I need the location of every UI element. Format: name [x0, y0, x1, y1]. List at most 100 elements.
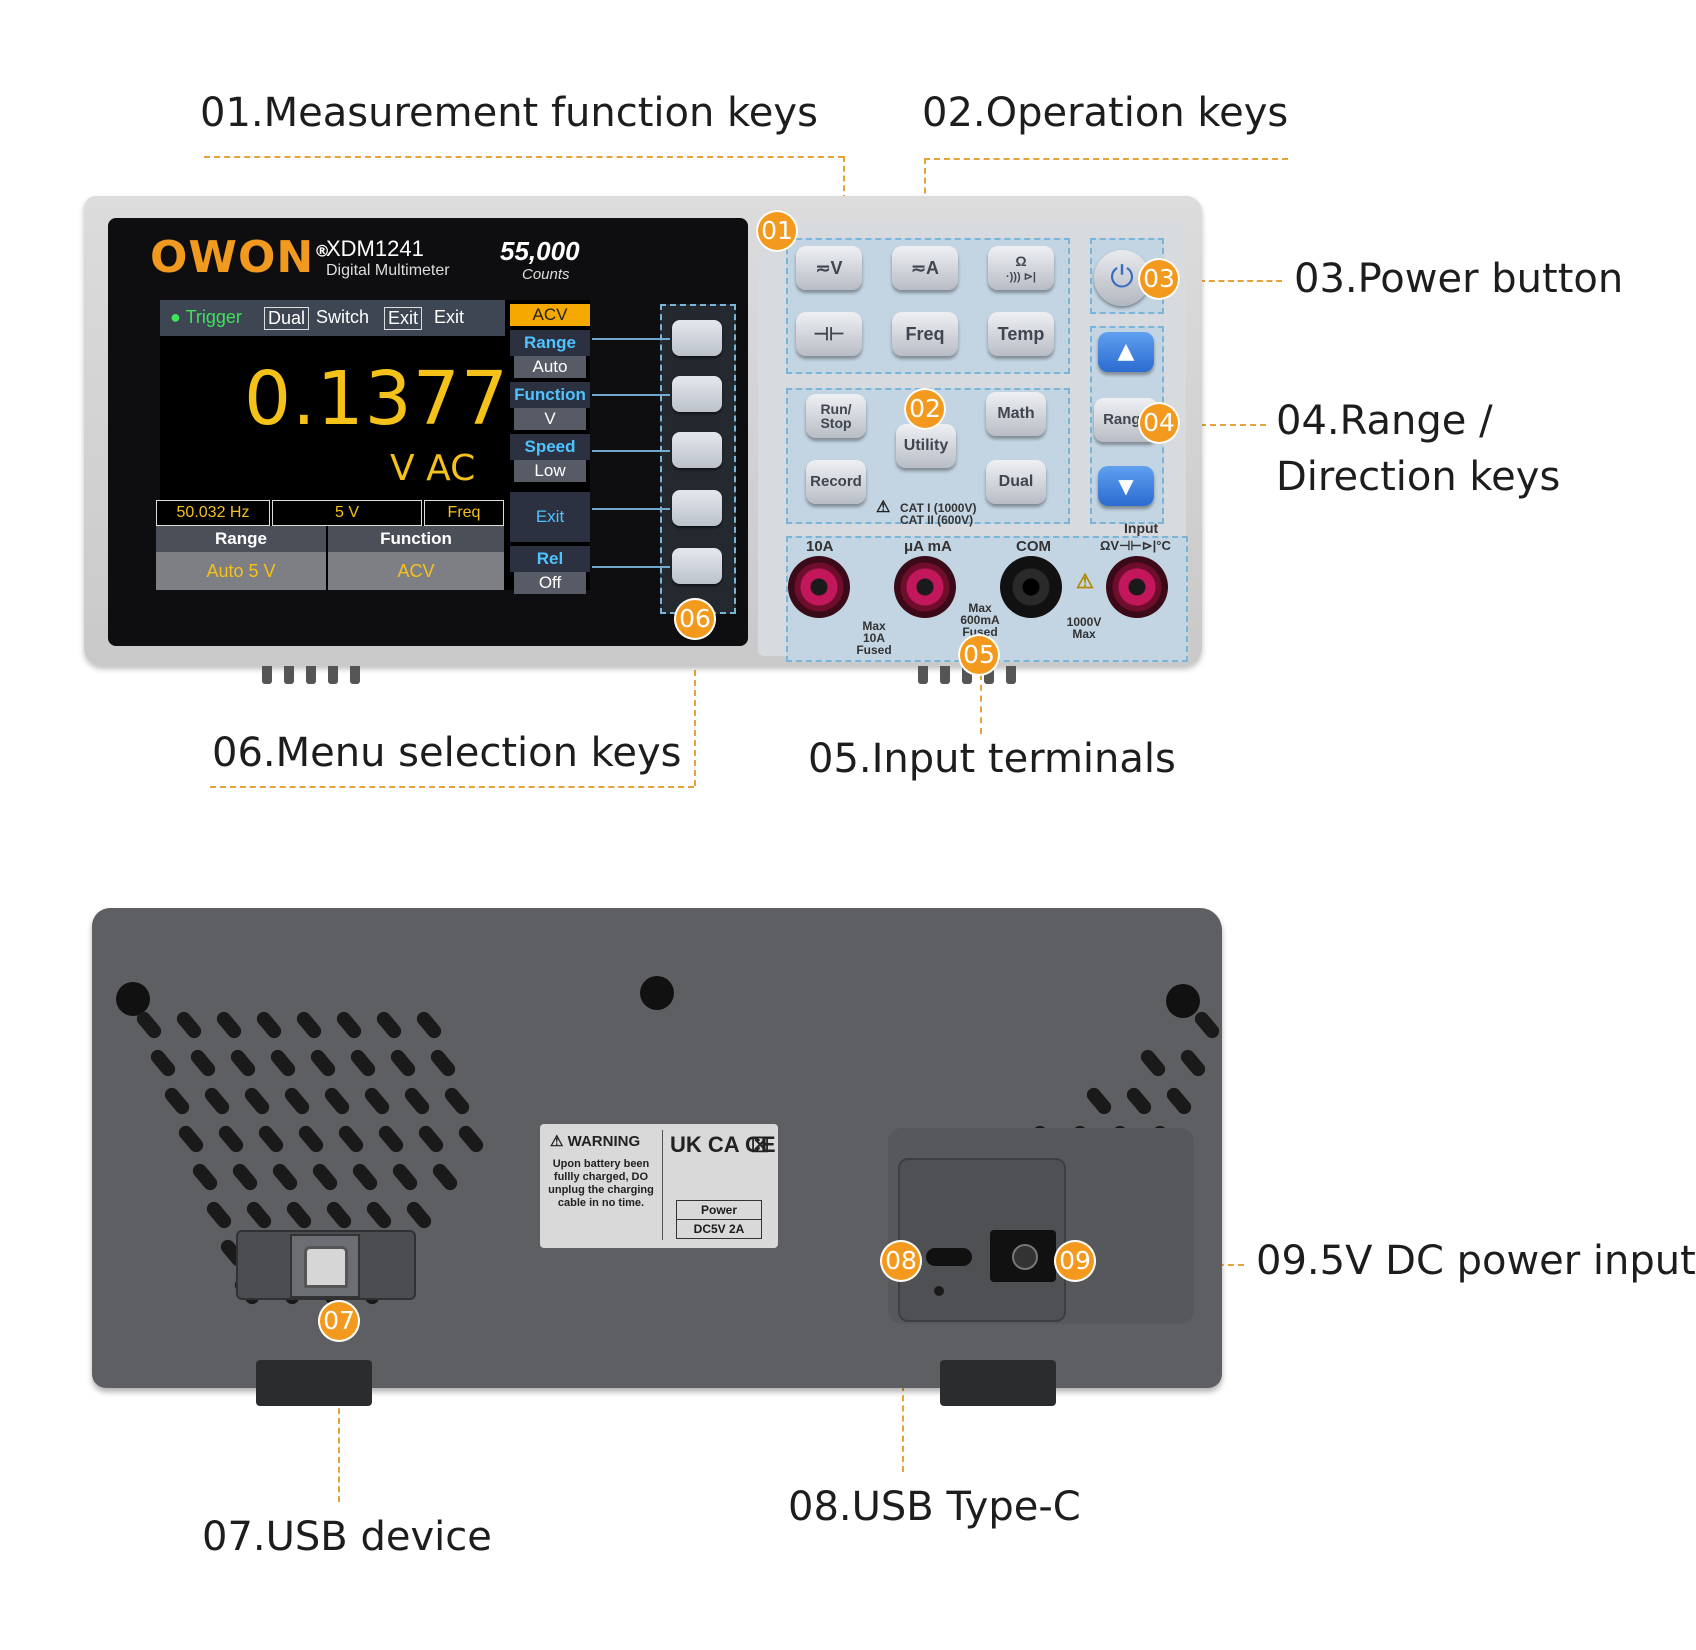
- freq-key[interactable]: Freq: [892, 312, 958, 356]
- record-key[interactable]: Record: [806, 460, 866, 504]
- badge-07: 07: [318, 1300, 360, 1342]
- leader-07: [338, 1340, 340, 1502]
- capacitance-key[interactable]: ⊣⊢: [796, 312, 862, 356]
- front-foot-6: [918, 666, 928, 684]
- usb-b-icon: [304, 1246, 348, 1288]
- dca-aca-key[interactable]: ≂A: [892, 246, 958, 290]
- callout-usb-type-c: 08.USB Type-C: [788, 1484, 1081, 1530]
- ohm-symbol: Ω: [1015, 253, 1027, 269]
- jack-ua-ma[interactable]: [894, 556, 956, 618]
- softkey-1[interactable]: [672, 320, 722, 356]
- trigger-text: Trigger: [185, 307, 242, 327]
- switch-label: Switch: [316, 307, 370, 327]
- softkey-2[interactable]: [672, 376, 722, 412]
- menu-range: Range Auto: [510, 330, 590, 378]
- front-foot-7: [940, 666, 950, 684]
- menu-function: Function V: [510, 382, 590, 430]
- terminal-input-symbols: ΩV⊣⊢⊳|°C: [1100, 538, 1171, 553]
- dc-power-jack[interactable]: [990, 1230, 1056, 1282]
- badge-08: 08: [880, 1240, 922, 1282]
- jack-com[interactable]: [1000, 556, 1062, 618]
- reading-unit: V AC: [390, 448, 476, 489]
- softkey-line-1: [592, 338, 670, 340]
- up-arrow-key[interactable]: ▲: [1098, 332, 1154, 372]
- softkey-line-2: [592, 394, 670, 396]
- run-stop-key[interactable]: Run/ Stop: [806, 394, 866, 438]
- badge-05: 05: [958, 634, 1000, 676]
- warning-title-text: WARNING: [567, 1133, 641, 1150]
- softkey-5[interactable]: [672, 548, 722, 584]
- jack-10a[interactable]: [788, 556, 850, 618]
- indicator-led: [934, 1286, 944, 1296]
- sub-range-value: 5 V: [272, 500, 422, 526]
- certification-marks: UK CA CE: [670, 1132, 776, 1157]
- warning-title: ⚠ WARNING: [550, 1133, 641, 1150]
- leader-06-v: [694, 640, 696, 786]
- exit-label: Exit: [434, 307, 465, 327]
- badge-06: 06: [674, 598, 716, 640]
- softkey-3[interactable]: [672, 432, 722, 468]
- exit-box: Exit: [384, 307, 423, 330]
- badge-03: 03: [1138, 258, 1180, 300]
- front-foot-8: [962, 666, 972, 684]
- max-10a-label: Max 10A Fused: [856, 619, 892, 657]
- menu-rel: Rel Off: [510, 546, 590, 594]
- menu-mode: ACV: [510, 304, 590, 326]
- front-foot-5: [350, 666, 360, 684]
- max-600ma-label: Max 600mA Fused: [960, 601, 1000, 639]
- math-key[interactable]: Math: [986, 392, 1046, 436]
- front-foot-1: [262, 666, 272, 684]
- badge-04: 04: [1138, 402, 1180, 444]
- callout-dc-power-input: 09.5V DC power input: [1256, 1238, 1696, 1284]
- down-arrow-key[interactable]: ▼: [1098, 466, 1154, 506]
- badge-02: 02: [904, 388, 946, 430]
- dcv-acv-key[interactable]: ≂V: [796, 246, 862, 290]
- temp-key[interactable]: Temp: [988, 312, 1054, 356]
- screw-hole-left: [116, 982, 150, 1016]
- menu-speed-value: Low: [514, 460, 586, 482]
- counts-value: 55,000: [500, 236, 580, 266]
- leader-03: [1180, 280, 1282, 282]
- power-label: Power: [676, 1200, 762, 1220]
- menu-speed-title: Speed: [510, 434, 590, 460]
- ohm-continuity-key[interactable]: Ω ·))) ⊳|: [988, 246, 1054, 290]
- callout-power-button: 03.Power button: [1294, 256, 1624, 302]
- usb-b-port[interactable]: [290, 1234, 360, 1298]
- menu-function-value: V: [514, 408, 586, 430]
- leader-02-h: [924, 158, 1288, 160]
- usb-type-c-port[interactable]: [926, 1248, 972, 1266]
- max-1000v-label: 1000V Max: [1066, 615, 1102, 641]
- rear-stand-right: [940, 1360, 1056, 1406]
- front-foot-3: [306, 666, 316, 684]
- softkey-line-3: [592, 450, 670, 452]
- front-foot-2: [284, 666, 294, 684]
- dual-key[interactable]: Dual: [986, 460, 1046, 504]
- jack-input[interactable]: [1106, 556, 1168, 618]
- warning-triangle-icon: ⚠: [876, 499, 891, 516]
- terminal-com-label: COM: [1016, 538, 1051, 555]
- menu-exit: Exit: [510, 492, 590, 542]
- rear-stand-left: [256, 1360, 372, 1406]
- freq-label: Freq: [424, 500, 504, 526]
- menu-range-value: Auto: [514, 356, 586, 378]
- badge-09: 09: [1054, 1240, 1096, 1282]
- screen-status-bar: ● Trigger Dual Switch Exit Exit: [160, 300, 505, 336]
- utility-key[interactable]: Utility: [896, 424, 956, 468]
- label-divider: [662, 1130, 663, 1240]
- softkey-4[interactable]: [672, 490, 722, 526]
- leader-06-h: [210, 786, 694, 788]
- badge-01: 01: [756, 210, 798, 252]
- callout-operation-keys: 02.Operation keys: [922, 90, 1289, 136]
- function-head: Function: [328, 526, 504, 552]
- menu-range-title: Range: [510, 330, 590, 356]
- terminal-10a-label: 10A: [806, 538, 834, 555]
- logo-text: OWON: [150, 232, 315, 283]
- warning-text: Upon battery been fullly charged, DO unp…: [548, 1158, 654, 1209]
- terminal-input-label: Input: [1124, 520, 1159, 536]
- cat-rating-1: CAT I (1000V): [900, 501, 977, 515]
- softkey-line-4: [592, 508, 670, 510]
- owon-logo: OWON®: [150, 232, 331, 283]
- model-name: XDM1241: [326, 236, 424, 261]
- front-foot-9: [984, 666, 994, 684]
- continuity-diode-symbol: ·))) ⊳|: [1005, 271, 1036, 283]
